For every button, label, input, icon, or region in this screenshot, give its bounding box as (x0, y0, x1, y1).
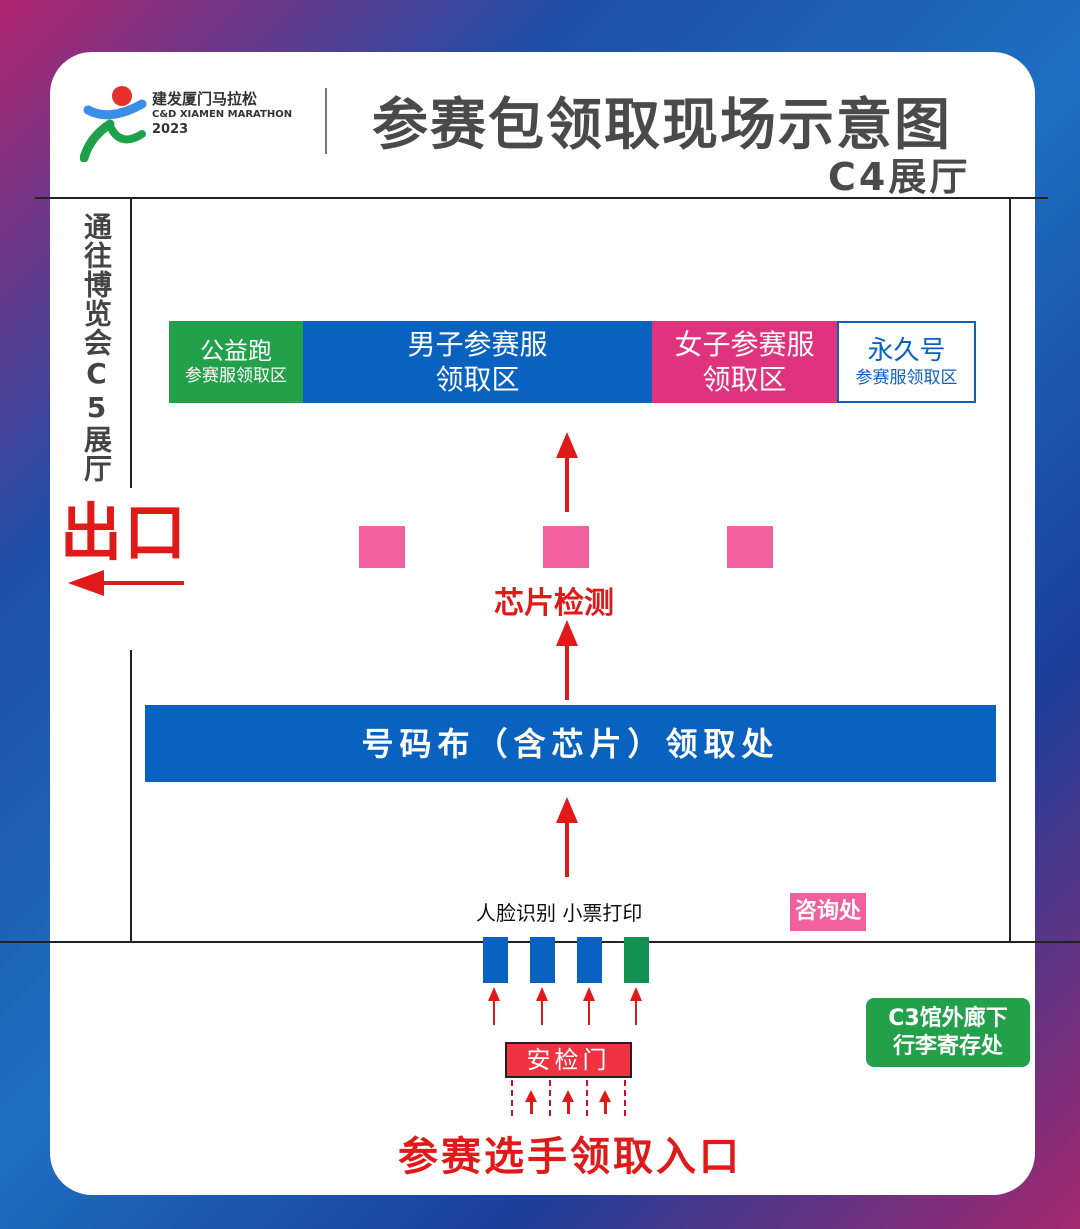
entrance-label: 参赛选手领取入口 (398, 1134, 742, 1180)
wall-right (1009, 198, 1011, 942)
exit-arrow-icon (68, 570, 184, 596)
security-gate-label: 安检门 (526, 1046, 611, 1074)
queue-divider (511, 1080, 513, 1116)
bib-pickup-counter: 号码布（含芯片）领取处 (145, 705, 996, 782)
direction-c5: 通往博览会C5展厅 (80, 212, 113, 483)
info-desk-label: 咨询处 (794, 899, 861, 925)
wall-top (35, 197, 1048, 199)
page-title: 参赛包领取现场示意图 (372, 93, 952, 158)
zone-subtitle: 参赛服领取区 (855, 367, 958, 388)
luggage-line2: 行李寄存处 (892, 1033, 1003, 1059)
info-desk: 咨询处 (790, 893, 866, 931)
zone-permanent-number: 永久号 参赛服领取区 (837, 321, 976, 403)
luggage-storage: C3馆外廊下 行李寄存处 (866, 998, 1030, 1067)
header-divider (325, 88, 327, 154)
chip-check-station (543, 526, 589, 568)
zone-men: 男子参赛服 领取区 (303, 321, 652, 403)
exit-label: 出口 (60, 496, 189, 569)
zone-title: 公益跑 (200, 337, 272, 366)
security-gate: 安检门 (505, 1042, 632, 1078)
zone-subtitle: 领取区 (702, 363, 787, 396)
wall-left-lower (130, 650, 132, 942)
face-kiosk (577, 937, 602, 983)
luggage-line1: C3馆外廊下 (888, 1006, 1008, 1031)
runner-logo-icon (79, 86, 147, 163)
zone-title: 女子参赛服 (674, 328, 815, 361)
wall-left-upper (130, 198, 132, 488)
zone-subtitle: 领取区 (435, 363, 520, 396)
marathon-logo: 建发厦门马拉松 C&D XIAMEN MARATHON 2023 (79, 82, 300, 163)
bib-pickup-label: 号码布（含芯片）领取处 (361, 724, 780, 763)
zone-title: 男子参赛服 (407, 328, 548, 361)
zone-title: 永久号 (867, 336, 946, 367)
zone-women: 女子参赛服 领取区 (652, 321, 837, 403)
face-kiosk (483, 937, 508, 983)
ticket-print-kiosk (624, 937, 649, 983)
logo-en: C&D XIAMEN MARATHON (152, 109, 293, 120)
queue-divider (624, 1080, 626, 1116)
hall-label: C4展厅 (828, 155, 971, 199)
queue-divider (586, 1080, 588, 1116)
chip-check-station (727, 526, 773, 568)
face-kiosk (530, 937, 555, 983)
zone-subtitle: 参赛服领取区 (185, 366, 287, 387)
queue-divider (549, 1080, 551, 1116)
logo-year: 2023 (152, 122, 189, 137)
logo-cn: 建发厦门马拉松 (152, 90, 258, 108)
face-print-label: 人脸识别 小票打印 (476, 901, 643, 925)
zone-charity-run: 公益跑 参赛服领取区 (169, 321, 303, 403)
chip-check-label: 芯片检测 (494, 586, 614, 621)
chip-check-station (359, 526, 405, 568)
